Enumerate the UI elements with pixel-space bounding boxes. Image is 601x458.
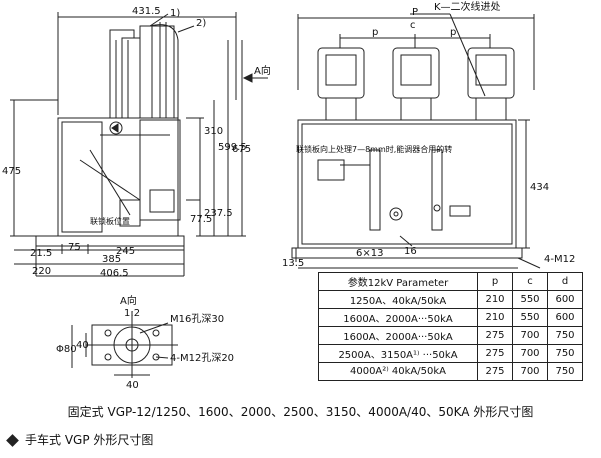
header-parameter: 参数12kV Parameter (318, 272, 478, 291)
dim-75: 75 (68, 242, 81, 253)
a-view-scale: 1:2 (124, 308, 140, 319)
dim-6x13: 6×13 (356, 248, 383, 259)
dim-16: 16 (404, 246, 417, 257)
diamond-bullet-icon (6, 434, 19, 447)
table-header-row: 参数12kV Parameter p c d (318, 272, 583, 291)
front-view (291, 13, 541, 269)
table-row: 1600A、2000A···50kA 210 550 600 (318, 308, 583, 327)
cell-c: 700 (512, 362, 548, 381)
dim-434: 434 (530, 182, 549, 193)
arrow-a-label: A向 (254, 64, 271, 77)
dim-phi80: Φ80 (56, 344, 77, 355)
cell-parameter: 1250A、40kA/50kA (318, 290, 478, 309)
k-label: K—二次线进处 (434, 0, 501, 13)
dim-310: 310 (204, 126, 223, 137)
section-heading: 手车式 VGP 外形尺寸图 (6, 431, 153, 448)
cell-p: 210 (477, 290, 513, 309)
dim-P: P (412, 7, 418, 18)
dim-13: 13.5 (282, 258, 304, 269)
technical-drawing: 431.5 1) 2) A向 310 599.5 675 475 77.5 23… (2, 0, 575, 391)
dim-40-vertical: 40 (76, 340, 89, 351)
interlock-note: 联锁板位置 (90, 216, 130, 226)
cell-c: 700 (512, 326, 548, 345)
dim-245: 245 (116, 246, 135, 257)
side-view (10, 12, 268, 277)
dim-40-horizontal: 40 (126, 380, 139, 391)
cell-parameter: 1600A、2000A···50kA (318, 326, 478, 345)
cell-c: 700 (512, 344, 548, 363)
dim-p-2: p (450, 27, 456, 38)
cell-p: 210 (477, 308, 513, 327)
a-view-title: A向 (120, 294, 137, 307)
cell-parameter: 4000A²⁾ 40kA/50kA (318, 362, 478, 381)
bolt-label: 4-M12 (544, 254, 575, 265)
cell-p: 275 (477, 344, 513, 363)
dim-p-1: p (372, 27, 378, 38)
dim-675: 675 (232, 144, 251, 155)
cell-c: 550 (512, 290, 548, 309)
table-row: 1600A、2000A···50kA 275 700 750 (318, 326, 583, 345)
figure-caption: 固定式 VGP-12/1250、1600、2000、2500、3150、4000… (67, 405, 534, 419)
callout-1: 1) (170, 8, 180, 19)
section-title: 手车式 VGP 外形尺寸图 (25, 433, 154, 447)
callout-2: 2) (196, 18, 206, 29)
parameter-table: 参数12kV Parameter p c d 1250A、40kA/50kA 2… (318, 272, 583, 381)
table-row: 2500A、3150A¹⁾ ···50kA 275 700 750 (318, 344, 583, 363)
cell-d: 750 (547, 362, 583, 381)
dim-21: 21.5 (30, 248, 52, 259)
hole-2-label: 4-M12孔深20 (170, 352, 234, 364)
cell-d: 600 (547, 308, 583, 327)
header-p: p (477, 272, 513, 291)
cell-parameter: 2500A、3150A¹⁾ ···50kA (318, 344, 478, 363)
cell-p: 275 (477, 326, 513, 345)
dim-385: 385 (102, 254, 121, 265)
dim-c: c (410, 20, 416, 31)
header-c: c (512, 272, 548, 291)
a-view (71, 312, 178, 378)
dim-406: 406.5 (100, 268, 129, 279)
dim-475: 475 (2, 166, 21, 177)
cell-d: 750 (547, 326, 583, 345)
dim-220: 220 (32, 266, 51, 277)
header-d: d (547, 272, 583, 291)
front-note: 联锁板向上处理7—8mm时,能调器合用的转 (296, 144, 452, 154)
table-row: 4000A²⁾ 40kA/50kA 275 700 750 (318, 362, 583, 381)
dim-top: 431.5 (132, 6, 161, 17)
cell-p: 275 (477, 362, 513, 381)
cell-d: 750 (547, 344, 583, 363)
dim-599: 599.5 (218, 142, 247, 153)
dim-77: 77.5 (190, 214, 212, 225)
cell-d: 600 (547, 290, 583, 309)
cell-c: 550 (512, 308, 548, 327)
cell-parameter: 1600A、2000A···50kA (318, 308, 478, 327)
hole-1-label: M16孔深30 (170, 313, 224, 325)
dim-237: 237.5 (204, 208, 233, 219)
table-row: 1250A、40kA/50kA 210 550 600 (318, 290, 583, 309)
